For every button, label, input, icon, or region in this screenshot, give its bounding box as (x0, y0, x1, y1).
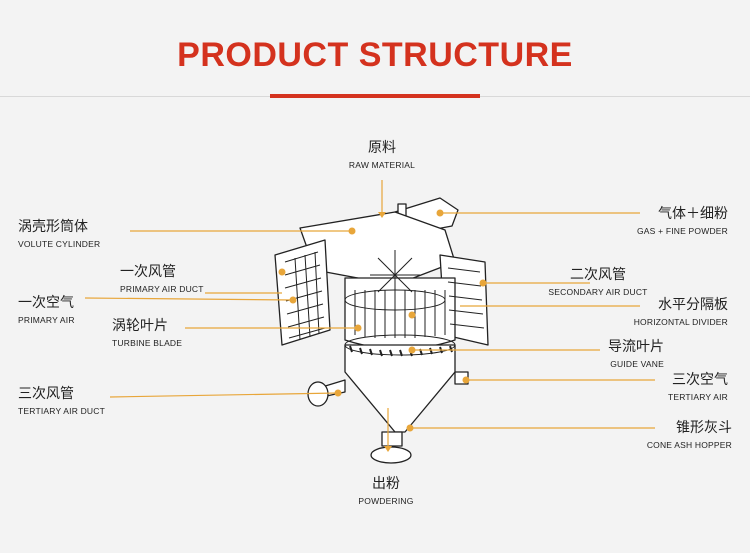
left-grille (284, 251, 326, 339)
label-zh: 气体＋细粉 (658, 206, 728, 222)
label-volute-cylinder: 涡壳形筒体 VOLUTE CYLINDER (18, 219, 100, 250)
label-raw-material: 原料 RAW MATERIAL (340, 140, 424, 171)
label-zh: 涡壳形筒体 (18, 219, 88, 235)
label-en: TURBINE BLADE (112, 338, 183, 348)
label-zh: 水平分隔板 (658, 297, 728, 313)
label-zh: 一次风管 (120, 264, 176, 280)
title-accent-bar (270, 94, 480, 98)
page-title: PRODUCT STRUCTURE (177, 36, 573, 74)
label-zh: 导流叶片 (608, 339, 664, 355)
label-powdering: 出粉 POWDERING (346, 476, 426, 507)
label-en: TERTIARY AIR (667, 392, 728, 402)
label-zh: 出粉 (372, 476, 400, 492)
label-zh: 锥形灰斗 (676, 420, 732, 436)
guide-vane-ring (344, 334, 456, 356)
pointer-lines (84, 180, 655, 448)
label-zh: 涡轮叶片 (112, 318, 168, 334)
label-zh: 二次风管 (570, 267, 626, 283)
rotor-cross (370, 250, 420, 300)
right-grille (447, 267, 485, 329)
label-turbine-blade: 涡轮叶片 TURBINE BLADE (112, 318, 182, 349)
label-horizontal-divider: 水平分隔板 HORIZONTAL DIVIDER (634, 297, 728, 328)
label-cone-ash-hopper: 锥形灰斗 CONE ASH HOPPER (647, 420, 732, 451)
label-en: VOLUTE CYLINDER (18, 239, 101, 249)
label-zh: 三次风管 (18, 386, 74, 402)
horizontal-divider-ring (344, 289, 446, 311)
label-guide-vane: 导流叶片 GUIDE VANE (608, 339, 664, 370)
left-grille-vertical (294, 251, 320, 341)
label-en: HORIZONTAL DIVIDER (633, 317, 728, 327)
label-en: CONE ASH HOPPER (646, 440, 732, 450)
discharge-base (370, 446, 412, 464)
label-zh: 三次空气 (672, 372, 728, 388)
label-en: GUIDE VANE (610, 359, 664, 369)
cone-hopper (344, 344, 456, 433)
label-en: RAW MATERIAL (348, 160, 416, 170)
label-en: POWDERING (358, 496, 414, 506)
label-en: PRIMARY AIR DUCT (120, 284, 204, 294)
label-primary-air: 一次空气 PRIMARY AIR (18, 295, 75, 326)
label-tertiary-air: 三次空气 TERTIARY AIR (668, 372, 728, 403)
label-secondary-air-duct: 二次风管 SECONDARY AIR DUCT (530, 267, 666, 298)
discharge-pipe (381, 431, 403, 447)
label-en: TERTIARY AIR DUCT (18, 406, 106, 416)
label-en: SECONDARY AIR DUCT (548, 287, 648, 297)
label-zh: 原料 (368, 140, 396, 156)
label-gas-fine-powder: 气体＋细粉 GAS + FINE POWDER (637, 206, 728, 237)
label-primary-air-duct: 一次风管 PRIMARY AIR DUCT (120, 264, 204, 295)
label-zh: 一次空气 (18, 295, 74, 311)
label-en: GAS + FINE POWDER (636, 226, 728, 236)
label-tertiary-air-duct: 三次风管 TERTIARY AIR DUCT (18, 386, 105, 417)
label-en: PRIMARY AIR (18, 315, 75, 325)
pointer-dots (278, 209, 487, 452)
